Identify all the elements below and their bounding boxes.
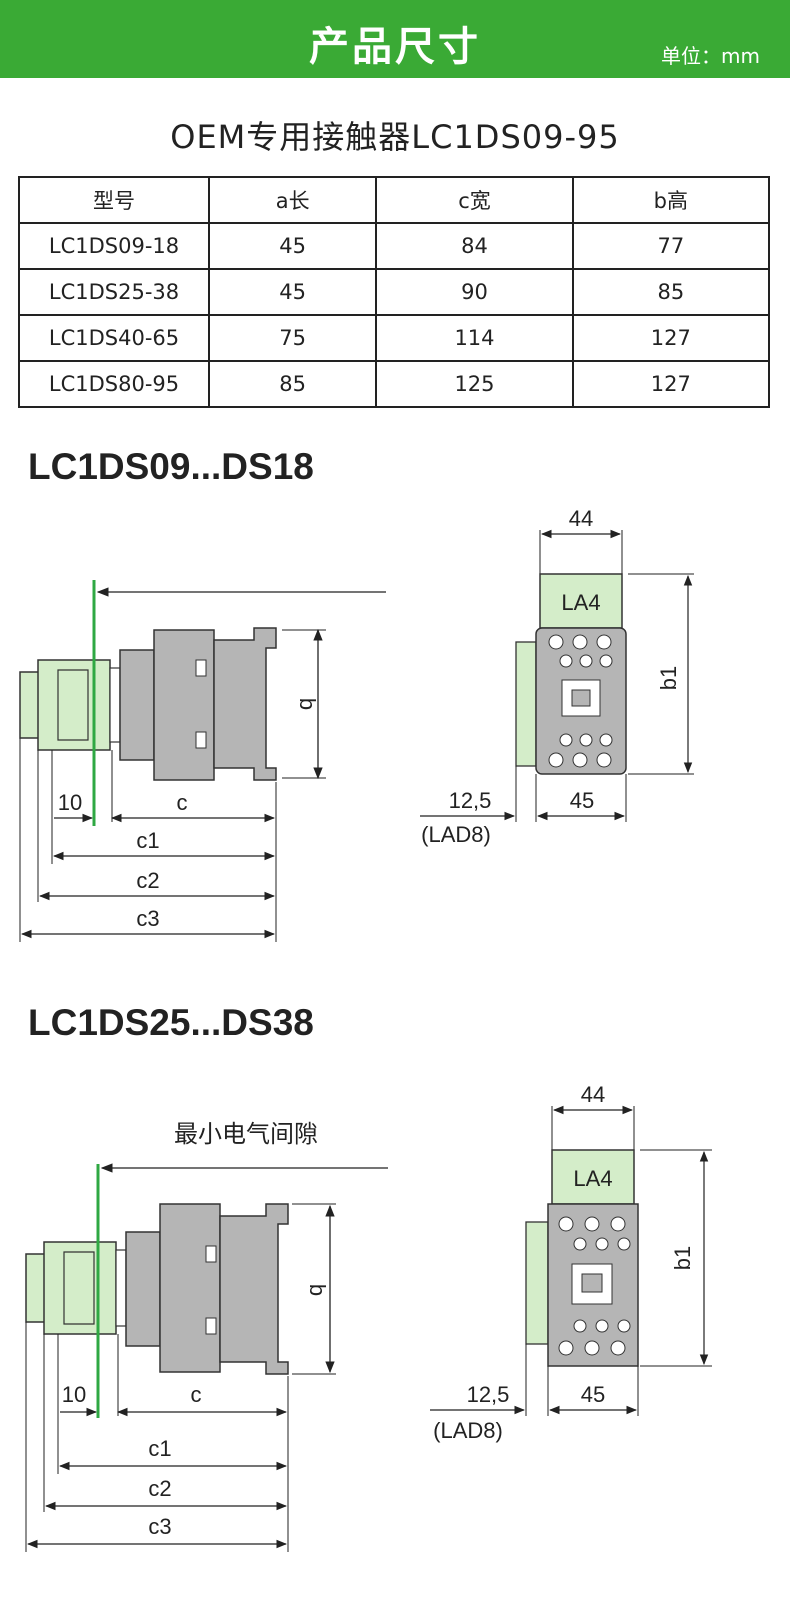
table-header-row: 型号 a长 c宽 b高 bbox=[18, 176, 771, 224]
clearance-label: 最小电气间隙 bbox=[174, 1121, 318, 1148]
label-45: 45 bbox=[570, 788, 594, 813]
product-title: OEM专用接触器LC1DS09-95 bbox=[170, 118, 620, 156]
label-c1: c1 bbox=[136, 828, 159, 853]
cell-c: 125 bbox=[375, 360, 574, 408]
column-header: a长 bbox=[207, 176, 378, 224]
contactor-side-view bbox=[19, 627, 277, 781]
contactor-front-view: 44 LA4 b1 12,5 (LAD8) 45 bbox=[430, 1082, 712, 1443]
column-header: 型号 bbox=[18, 176, 210, 224]
cell-a: 85 bbox=[207, 360, 378, 408]
table-row: LC1DS25-38 45 90 85 bbox=[18, 268, 771, 316]
label-b: b bbox=[295, 698, 320, 710]
cell-c: 84 bbox=[375, 222, 574, 270]
label-c3: c3 bbox=[136, 906, 159, 931]
cell-b: 127 bbox=[571, 314, 771, 362]
label-la4: LA4 bbox=[573, 1166, 612, 1191]
cell-c: 90 bbox=[375, 268, 574, 316]
page-title: 产品尺寸 bbox=[309, 24, 481, 70]
label-12-5: 12,5 bbox=[449, 788, 492, 813]
label-lad8: (LAD8) bbox=[421, 822, 491, 847]
label-c1: c1 bbox=[148, 1436, 171, 1461]
cell-a: 45 bbox=[207, 268, 378, 316]
label-c: c bbox=[191, 1382, 202, 1407]
diagram-title: LC1DS25...DS38 bbox=[28, 1002, 314, 1043]
label-c: c bbox=[177, 790, 188, 815]
dimension-drawing-1: b 10 c c1 c2 c3 44 LA4 b1 12,5 bbox=[19, 506, 694, 942]
label-b1: b1 bbox=[656, 666, 681, 690]
column-header: c宽 bbox=[375, 176, 574, 224]
label-12-5: 12,5 bbox=[467, 1382, 510, 1407]
label-b1: b1 bbox=[670, 1246, 695, 1270]
cell-a: 75 bbox=[207, 314, 378, 362]
cell-b: 127 bbox=[571, 360, 771, 408]
label-10: 10 bbox=[58, 790, 82, 815]
column-header: b高 bbox=[571, 176, 771, 224]
contactor-front-view: 44 LA4 b1 12,5 (LAD8) 45 bbox=[420, 506, 694, 847]
cell-model: LC1DS09-18 bbox=[18, 222, 210, 270]
label-44: 44 bbox=[569, 506, 593, 531]
cell-model: LC1DS80-95 bbox=[18, 360, 210, 408]
label-44: 44 bbox=[581, 1082, 605, 1107]
cell-b: 85 bbox=[571, 268, 771, 316]
contactor-side-view bbox=[25, 1203, 289, 1375]
cell-a: 45 bbox=[207, 222, 378, 270]
dimension-table: 型号 a长 c宽 b高 LC1DS09-18 45 84 77 LC1DS25-… bbox=[18, 176, 771, 408]
label-c3: c3 bbox=[148, 1514, 171, 1539]
label-b: b bbox=[305, 1284, 330, 1296]
cell-b: 77 bbox=[571, 222, 771, 270]
diagram-title: LC1DS09...DS18 bbox=[28, 446, 314, 487]
table-row: LC1DS80-95 85 125 127 bbox=[18, 360, 771, 408]
table-row: LC1DS09-18 45 84 77 bbox=[18, 222, 771, 270]
cell-model: LC1DS25-38 bbox=[18, 268, 210, 316]
label-c2: c2 bbox=[148, 1476, 171, 1501]
dimension-drawing-2: 最小电气间隙 b 10 c c1 c2 c3 44 LA4 bbox=[25, 1082, 712, 1552]
table-row: LC1DS40-65 75 114 127 bbox=[18, 314, 771, 362]
unit-label: 单位：mm bbox=[661, 44, 760, 68]
cell-model: LC1DS40-65 bbox=[18, 314, 210, 362]
label-la4: LA4 bbox=[561, 590, 600, 615]
cell-c: 114 bbox=[375, 314, 574, 362]
label-c2: c2 bbox=[136, 868, 159, 893]
header-banner: 产品尺寸 单位：mm bbox=[0, 0, 790, 78]
label-45: 45 bbox=[581, 1382, 605, 1407]
label-10: 10 bbox=[62, 1382, 86, 1407]
label-lad8: (LAD8) bbox=[433, 1418, 503, 1443]
